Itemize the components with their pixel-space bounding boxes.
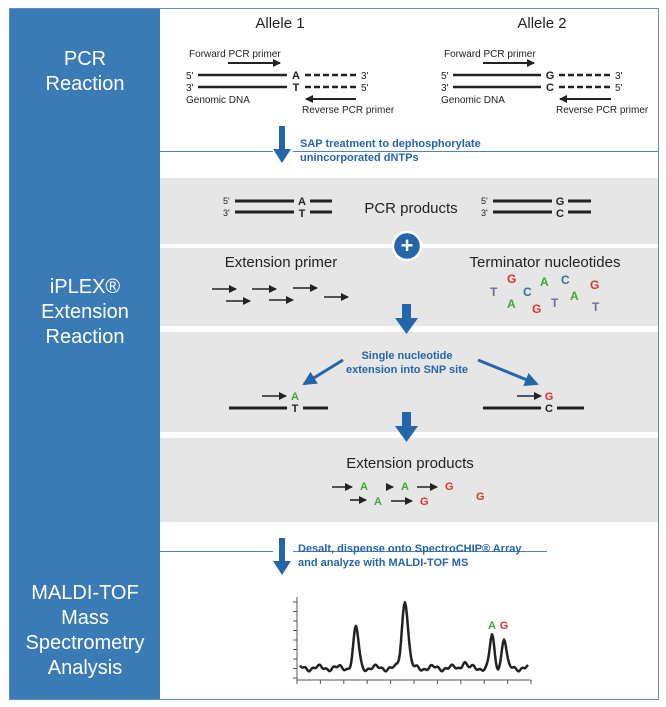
extension-product-base-g: G: [445, 481, 454, 493]
label-pcr-reaction: PCR Reaction: [10, 47, 160, 97]
ext-right-base-top: G: [545, 391, 554, 403]
peak-label-a: A: [488, 620, 496, 632]
terminator-nucleotide-g: G: [532, 302, 541, 316]
ext-left-base-top: A: [291, 391, 299, 403]
allele1-3prime-right: 3': [361, 71, 369, 82]
pcr-prod1-5prime: 5': [223, 196, 230, 206]
peak-label-g: G: [500, 620, 509, 632]
allele2-title: Allele 2: [517, 15, 566, 32]
allele2-5prime-left: 5': [441, 71, 449, 82]
terminator-nucleotide-a: A: [570, 289, 579, 303]
label-maldi: MALDI-TOF Mass Spectrometry Analysis: [10, 581, 160, 681]
pcr-prod2-3prime: 3': [481, 208, 488, 218]
allele1-forward-primer-label: Forward PCR primer: [189, 49, 281, 60]
allele1-bottom-base: T: [293, 82, 300, 94]
sidebar: PCR Reaction iPLEX® Extension Reaction M…: [10, 9, 160, 699]
plus-circle: [391, 230, 423, 262]
terminator-nucleotide-t: T: [551, 296, 559, 310]
down-arrow-extension: [395, 304, 418, 334]
ext-right-base-bottom: C: [545, 403, 553, 415]
label-iplex: iPLEX® Extension Reaction: [10, 275, 160, 350]
pcr-prod1-top-base: A: [298, 196, 306, 208]
allele1-title: Allele 1: [255, 15, 304, 32]
desalt-step-line2: and analyze with MALDI-TOF MS: [298, 557, 468, 569]
extension-product-base-a: A: [360, 481, 368, 493]
allele1-reverse-primer-label: Reverse PCR primer: [302, 105, 395, 116]
extension-product-base-g: G: [420, 496, 429, 508]
sap-step-line2: unincorporated dNTPs: [300, 152, 419, 164]
divider-pcr-right: [293, 151, 658, 152]
extension-primer-label: Extension primer: [225, 254, 338, 271]
allele1-genomic-dna-label: Genomic DNA: [186, 95, 250, 106]
allele2-3prime-left: 3': [441, 83, 449, 94]
allele1-5prime-right: 5': [361, 83, 369, 94]
pcr-prod1-3prime: 3': [223, 208, 230, 218]
terminator-nucleotides-label: Terminator nucleotides: [470, 254, 621, 271]
terminator-nucleotide-a: A: [540, 275, 549, 289]
band-extension-products: [160, 438, 658, 522]
iplex-text: iPLEX® Extension Reaction: [41, 276, 129, 348]
down-arrow-sap: [273, 126, 291, 163]
maldi-text: MALDI-TOF Mass Spectrometry Analysis: [25, 582, 145, 679]
desalt-step-line1: Desalt, dispense onto SpectroCHIP® Array: [298, 543, 522, 555]
terminator-nucleotide-t: T: [490, 285, 498, 299]
allele1-3prime-left: 3': [186, 83, 194, 94]
extension-arrow-left: [302, 358, 344, 386]
down-arrow-products: [395, 412, 418, 442]
pcr-products-label: PCR products: [364, 200, 457, 217]
allele2-top-base: G: [546, 70, 555, 82]
allele2-forward-primer-label: Forward PCR primer: [444, 49, 536, 60]
terminator-nucleotide-g: G: [590, 278, 599, 292]
extension-product-base-g: G: [476, 491, 485, 503]
down-arrow-desalt: [273, 538, 291, 575]
spectrum-trace: [299, 601, 529, 673]
allele2-5prime-right: 5': [615, 83, 623, 94]
terminator-nucleotide-c: C: [561, 273, 570, 287]
sap-step-line1: SAP treatment to dephosphorylate: [300, 138, 481, 150]
allele2-3prime-right: 3': [615, 71, 623, 82]
extension-products-label: Extension products: [346, 455, 474, 472]
pcr-prod1-bottom-base: T: [299, 208, 306, 220]
ext-left-base-bottom: T: [292, 403, 299, 415]
single-nucleotide-line1: Single nucleotide: [361, 350, 452, 362]
allele1-top-base: A: [292, 70, 300, 82]
pcr-prod2-5prime: 5': [481, 196, 488, 206]
pcr-reaction-text: PCR Reaction: [45, 48, 125, 95]
diagram-frame: [9, 8, 659, 700]
allele2-genomic-dna-label: Genomic DNA: [441, 95, 505, 106]
terminator-nucleotide-c: C: [523, 285, 532, 299]
terminator-nucleotide-a: A: [507, 297, 516, 311]
pcr-prod2-top-base: G: [556, 196, 565, 208]
plus-sign: +: [401, 233, 414, 258]
pcr-prod2-bottom-base: C: [556, 208, 564, 220]
allele2-bottom-base: C: [546, 82, 554, 94]
allele2-reverse-primer-label: Reverse PCR primer: [556, 105, 649, 116]
single-nucleotide-line2: extension into SNP site: [346, 364, 468, 376]
spectrum-ticks: [293, 601, 532, 684]
extension-arrow-right: [477, 358, 539, 386]
terminator-nucleotide-g: G: [507, 272, 516, 286]
terminator-nucleotide-t: T: [592, 300, 600, 314]
allele1-5prime-left: 5': [186, 71, 194, 82]
extension-product-base-a: A: [374, 496, 382, 508]
extension-product-base-a: A: [401, 481, 409, 493]
divider-maldi-right: [293, 551, 547, 552]
